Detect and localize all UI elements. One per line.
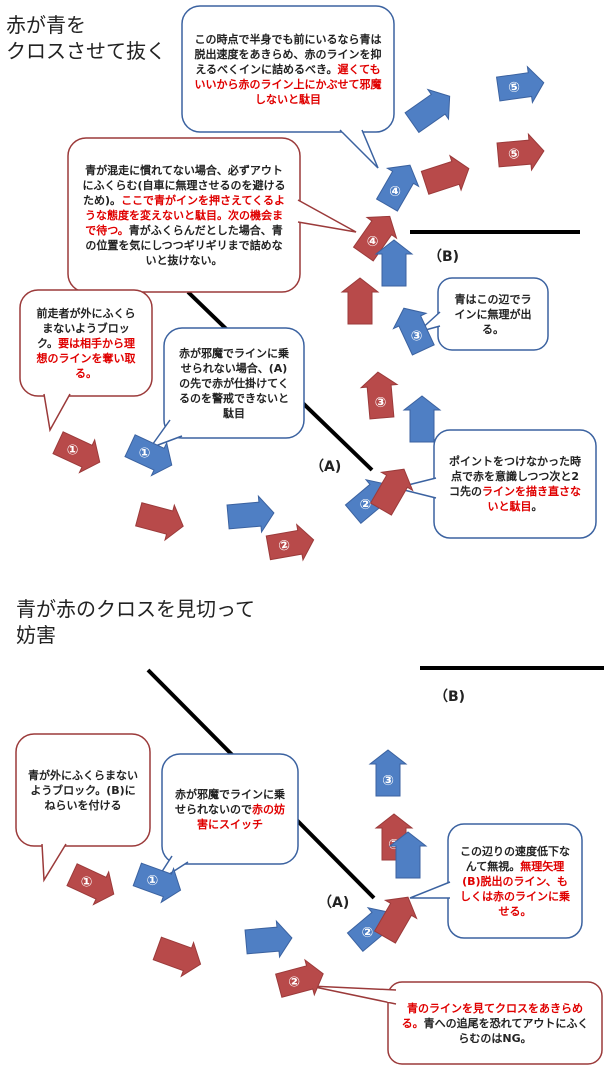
svg-text:①: ① (139, 445, 151, 461)
top-bubble-2-text: 青が混走に慣れてない場合、必ずアウトにふくらむ(自車に無理させるのを避けるため)… (82, 163, 286, 207)
car-blue-mid2-b (244, 919, 294, 961)
car-blue-2: ② (341, 470, 401, 529)
top-bubble-4: 赤が邪魔でラインに乗せられない場合、(A)の先で赤が仕掛けてくるのを警戒できない… (168, 332, 300, 434)
car-red-mid4 (133, 496, 189, 545)
car-blue-mid4 (226, 494, 276, 536)
car-red-mid-b (150, 931, 208, 982)
svg-text:①: ① (146, 873, 158, 889)
svg-text:②: ② (277, 537, 291, 555)
bottom-title: 青が赤のクロスを見切って 妨害 (16, 597, 255, 647)
car-red-2: ② (264, 521, 318, 567)
bottom-bubble-3-text: この辺りの速度低下なんて無視。 (460, 844, 570, 873)
top-bubble-6-text: ポイントをつけなかった時点で赤を意識しつつ次と2コ先の (449, 455, 581, 498)
top-bubble-1-red: 遅くてもいいから赤のライン上にかぶせて邪魔しないと駄目 (194, 62, 382, 106)
svg-text:②: ② (288, 975, 300, 991)
top-bubble-1: この時点で半身でも前にいるなら青は脱出速度をあきらめ、赤のラインを抑えるべくイン… (186, 10, 390, 128)
bottom-bubble-3: この辺りの速度低下なんて無視。無理矢理(B)脱出のライン、もしくは赤のラインに乗… (452, 828, 578, 934)
top-bubble-6: ポイントをつけなかった時点で赤を意識しつつ次と2コ先のラインを描き直さないと駄目… (438, 434, 592, 534)
bottom-bubble-4-text: 青への追尾を恐れてアウトにふくらむのはNG。 (423, 1016, 589, 1045)
top-title: 赤が青を クロスさせて抜く (6, 13, 166, 63)
top-bubble-2: 青が混走に慣れてない場合、必ずアウトにふくらむ(自車に無理させるのを避けるため)… (72, 142, 296, 288)
top-bubble-6-red: ラインを描き直さないと駄目 (482, 485, 581, 513)
top-bubble-4-text: 赤が邪魔でラインに乗せられない場合、(A)の先で赤が仕掛けてくるのを警戒できない… (179, 346, 289, 420)
svg-text:③: ③ (382, 773, 394, 789)
car-red-mid2 (341, 277, 379, 325)
top-cars: ⑤ ⑤ ④ ④ ③ ③ ② ② ① ① (49, 64, 547, 567)
top-bubble-6-text2: 。 (531, 500, 543, 513)
svg-text:④: ④ (389, 184, 401, 200)
car-blue-4: ④ (370, 155, 427, 215)
top-bubble-5-text: 青はこの辺でラインに無理が出る。 (454, 292, 532, 336)
bottom-bubble-1-text: 青が外にふくらまないようブロック。(B)にねらいを付ける (28, 768, 138, 812)
bottom-bubble-2-red: 赤の妨害にスイッチ (197, 802, 285, 831)
car-red-1b: ① (63, 857, 122, 911)
bottom-cars: ③ ③ ② ② ① ① (63, 749, 427, 1004)
car-blue-mid3 (403, 395, 441, 443)
top-label-a: （A) (310, 459, 342, 475)
car-blue-1: ① (121, 428, 180, 482)
car-red-mid (419, 150, 475, 201)
svg-text:⑤: ⑤ (508, 146, 521, 163)
bottom-bubble-1: 青が外にふくらまないようブロック。(B)にねらいを付ける (20, 738, 146, 842)
car-red-2-bottom: ② (273, 955, 329, 1004)
top-bubble-3-text: 前走者が外にふくらまないようブロック。 (36, 306, 136, 350)
car-blue-2b: ② (343, 898, 403, 957)
bottom-bubble-4: 青のラインを見てクロスをあきらめる。青への追尾を恐れてアウトにふくらむのはNG。 (392, 986, 598, 1060)
top-bubble-shapes (19, 5, 597, 539)
svg-text:②: ② (359, 497, 371, 513)
bottom-bubble-2-text: 赤が邪魔でラインに乗せられないので (175, 787, 285, 816)
svg-text:③: ③ (375, 395, 387, 411)
car-blue-5: ⑤ (495, 64, 547, 108)
svg-text:②: ② (361, 925, 373, 941)
top-bubble-2-red: ここで青がインを押さえてくるような態度を変えないと駄目。次の機会まで待つ。 (85, 193, 285, 237)
top-label-b: （B) (428, 249, 460, 265)
bottom-label-a: （A) (318, 895, 350, 911)
bottom-bubble-2: 赤が邪魔でラインに乗せられないので赤の妨害にスイッチ (166, 758, 294, 860)
car-red-1: ① (49, 425, 108, 479)
car-blue-3: ③ (387, 300, 441, 359)
bottom-bubble-4-red: 青のラインを見てクロスをあきらめる。 (401, 1001, 583, 1030)
car-blue-1b: ① (130, 857, 188, 908)
bottom-bubble-shapes (15, 733, 603, 1065)
top-bubble-3: 前走者が外にふくらまないようブロック。要は相手から理想のラインを奪い取る。 (24, 294, 148, 392)
car-red-5: ⑤ (496, 132, 546, 174)
bottom-label-b: （B) (434, 689, 466, 705)
car-red-3: ③ (359, 370, 401, 420)
car-red-4: ④ (348, 205, 406, 265)
bottom-bubble-3-red: 無理矢理(B)脱出のライン、もしくは赤のラインに乗せる。 (460, 859, 570, 918)
top-bubble-5: 青はこの辺でラインに無理が出る。 (442, 282, 544, 346)
svg-text:⑤: ⑤ (507, 79, 521, 96)
svg-text:③: ③ (411, 328, 423, 344)
car-blue-3b: ③ (369, 749, 407, 797)
svg-text:①: ① (81, 874, 93, 890)
car-blue-mid (401, 80, 461, 138)
top-bubble-3-red: 要は相手から理想のラインを奪い取る。 (36, 336, 136, 380)
svg-text:④: ④ (367, 234, 379, 250)
top-bubble-2-text2: 青がふくらんだとした場合、青の位置を気にしつつギリギリまで詰めないと抜けない。 (85, 223, 283, 267)
top-bubble-1-text: この時点で半身でも前にいるなら青は脱出速度をあきらめ、赤のラインを抑えるべくイン… (194, 32, 382, 76)
svg-text:①: ① (67, 442, 79, 458)
